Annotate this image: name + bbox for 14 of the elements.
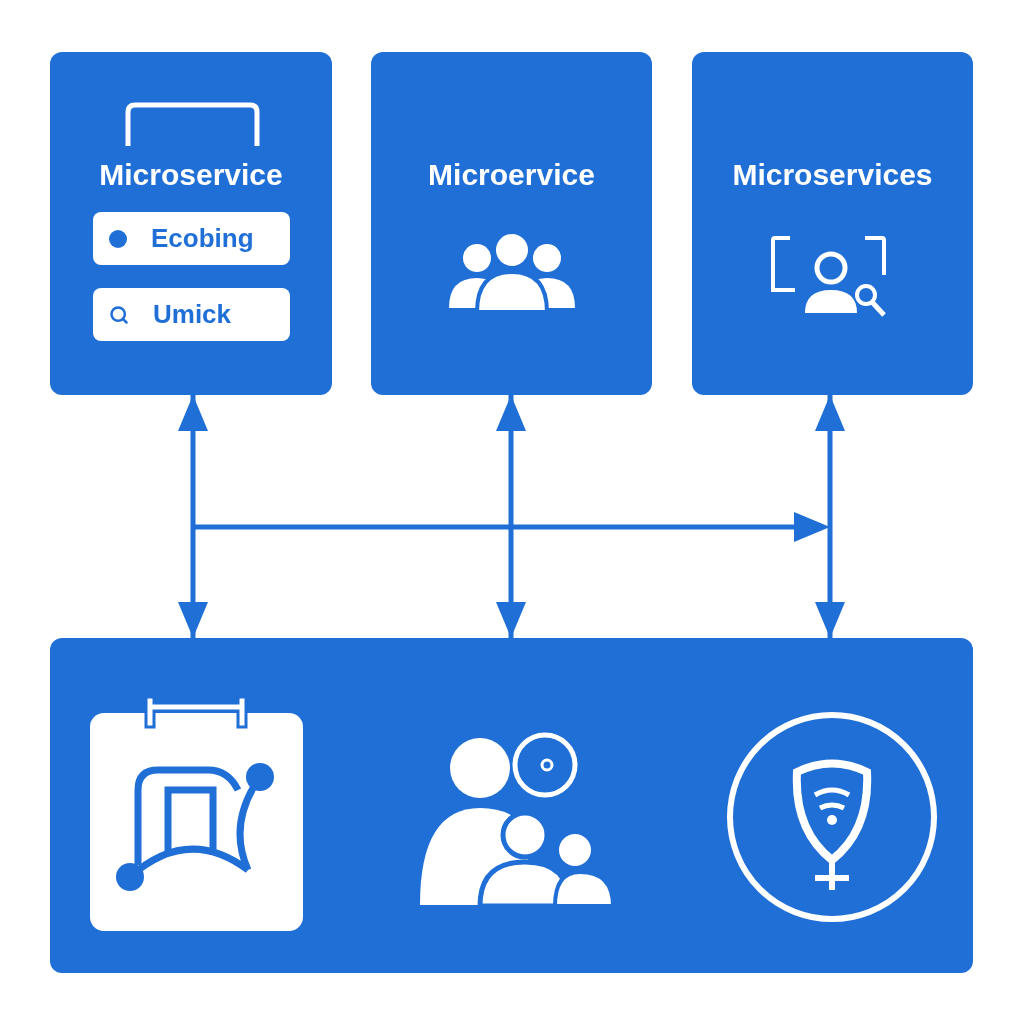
service-card	[692, 52, 973, 395]
chip	[93, 288, 290, 341]
service-card	[50, 52, 332, 395]
chip-label: Umick	[153, 298, 232, 331]
platform-panel	[50, 638, 973, 973]
chip-label: Ecobing	[151, 222, 254, 255]
service-card	[371, 52, 652, 395]
card-title: Microervice	[427, 157, 596, 193]
arrow	[178, 395, 208, 638]
chip	[93, 212, 290, 265]
card-title: Microservice	[98, 157, 284, 193]
card-title: Microservices	[731, 157, 934, 193]
arrow	[496, 395, 526, 638]
arrow	[815, 395, 845, 638]
